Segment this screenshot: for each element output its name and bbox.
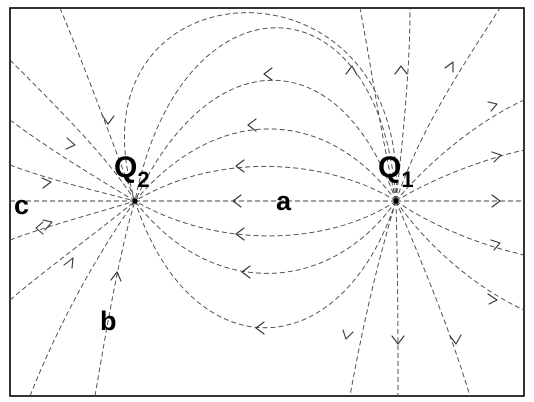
field-arrows [35, 61, 502, 345]
field-arrow [42, 219, 53, 231]
field-line [395, 7, 501, 202]
field-line [395, 200, 399, 397]
field-line [134, 128, 397, 202]
field-lines [9, 7, 525, 397]
field-line [395, 7, 411, 202]
field-line [349, 200, 397, 397]
field-line [359, 7, 397, 202]
field-line [134, 200, 397, 328]
field-arrow [490, 239, 501, 251]
field-arrow [263, 67, 273, 81]
point-b-label: b [100, 306, 117, 336]
field-arrow [391, 335, 405, 345]
charge-q2-point [132, 198, 138, 204]
charge-q1: Q1 [378, 151, 414, 204]
field-arrow [101, 114, 115, 125]
field-line [59, 7, 136, 202]
field-arrow [487, 101, 498, 112]
field-line [29, 200, 136, 397]
charge-q1-point [393, 198, 399, 204]
field-line [134, 79, 397, 202]
field-arrow [247, 118, 257, 132]
charge-q1-label: Q1 [378, 151, 414, 192]
field-line [395, 200, 471, 397]
field-line [134, 200, 397, 274]
field-arrow [241, 265, 251, 279]
field-line [395, 149, 525, 202]
field-line [9, 200, 136, 241]
field-line [9, 119, 136, 202]
field-line [395, 200, 525, 256]
field-arrow [41, 177, 52, 189]
charge-q2-label: Q2 [114, 151, 150, 192]
field-arrow [65, 137, 76, 150]
field-arrow [255, 321, 265, 335]
field-arrow [491, 194, 501, 208]
field-arrow [35, 221, 44, 235]
field-arrow [491, 151, 502, 163]
point-c-label: c [14, 190, 29, 220]
field-line [9, 164, 136, 202]
field-line [134, 200, 397, 237]
field-arrow [342, 329, 354, 340]
field-arrow [345, 65, 358, 76]
field-line [134, 165, 397, 202]
field-line [9, 59, 136, 202]
diagram-frame [9, 7, 525, 397]
field-arrow [235, 227, 245, 241]
field-arrow [394, 65, 408, 75]
field-line [94, 200, 136, 397]
field-line [395, 200, 525, 311]
field-line [134, 27, 397, 202]
field-line [395, 99, 525, 202]
field-line [124, 12, 397, 202]
field-arrow [487, 293, 498, 305]
field-arrow [110, 271, 122, 282]
charge-q2: Q2 [114, 151, 150, 204]
field-arrow [449, 334, 462, 345]
field-arrow [235, 159, 245, 173]
point-a-label: a [276, 186, 292, 216]
field-arrow [232, 194, 242, 208]
field-line [9, 200, 136, 301]
field-arrow [444, 61, 454, 73]
field-arrow [63, 257, 74, 269]
